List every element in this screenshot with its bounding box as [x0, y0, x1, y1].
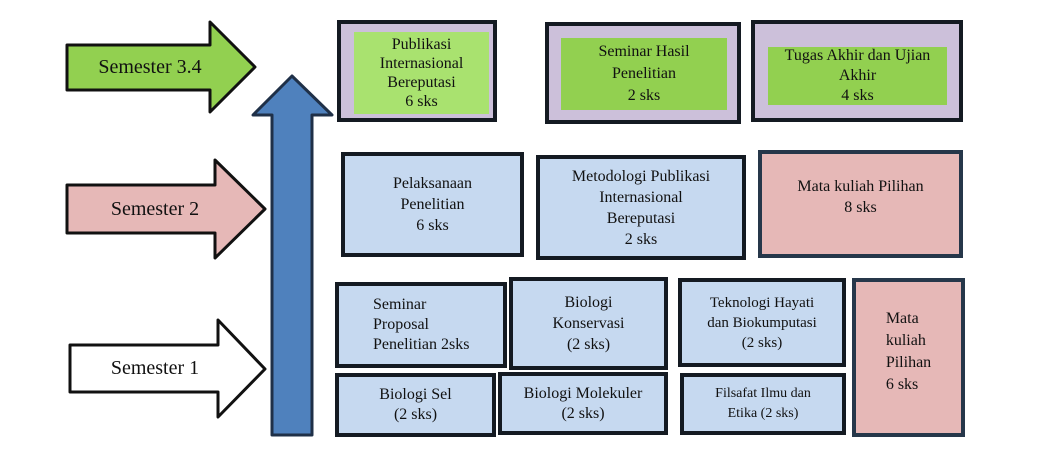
semester-1-label: Semester 1 — [110, 357, 200, 379]
semester-2-label: Semester 2 — [110, 197, 200, 220]
semester-3-4-label: Semester 3.4 — [98, 56, 202, 78]
course-label: Tugas Akhir dan Ujian Akhir 4 sks — [768, 47, 947, 105]
course-publikasi-internasional: Publikasi Internasional Bereputasi 6 sks — [337, 20, 497, 122]
course-label: Publikasi Internasional Bereputasi 6 sks — [354, 32, 489, 114]
course-mata-kuliah-pilihan-6: Mata kuliah Pilihan 6 sks — [852, 278, 965, 437]
course-pelaksanaan-penelitian: Pelaksanaan Penelitian 6 sks — [341, 152, 524, 257]
course-biologi-konservasi: Biologi Konservasi (2 sks) — [509, 277, 668, 370]
course-tugas-akhir: Tugas Akhir dan Ujian Akhir 4 sks — [751, 20, 963, 122]
course-seminar-proposal: Seminar Proposal Penelitian 2sks — [335, 282, 507, 368]
semester-2-arrow — [65, 158, 267, 260]
course-metodologi-publikasi: Metodologi Publikasi Internasional Berep… — [536, 155, 746, 260]
semester-1-arrow — [68, 318, 267, 419]
course-seminar-hasil: Seminar Hasil Penelitian 2 sks — [545, 22, 741, 124]
course-label: Seminar Hasil Penelitian 2 sks — [561, 38, 727, 110]
course-filsafat-ilmu: Filsafat Ilmu dan Etika (2 sks) — [680, 373, 846, 435]
course-biologi-molekuler: Biologi Molekuler (2 sks) — [498, 372, 668, 435]
course-teknologi-hayati: Teknologi Hayati dan Biokumputasi (2 sks… — [678, 278, 846, 367]
course-mata-kuliah-pilihan-8: Mata kuliah Pilihan 8 sks — [758, 150, 963, 258]
semester-3-4-arrow — [65, 20, 257, 114]
course-biologi-sel: Biologi Sel (2 sks) — [335, 373, 496, 437]
progress-up-arrow — [251, 74, 334, 437]
